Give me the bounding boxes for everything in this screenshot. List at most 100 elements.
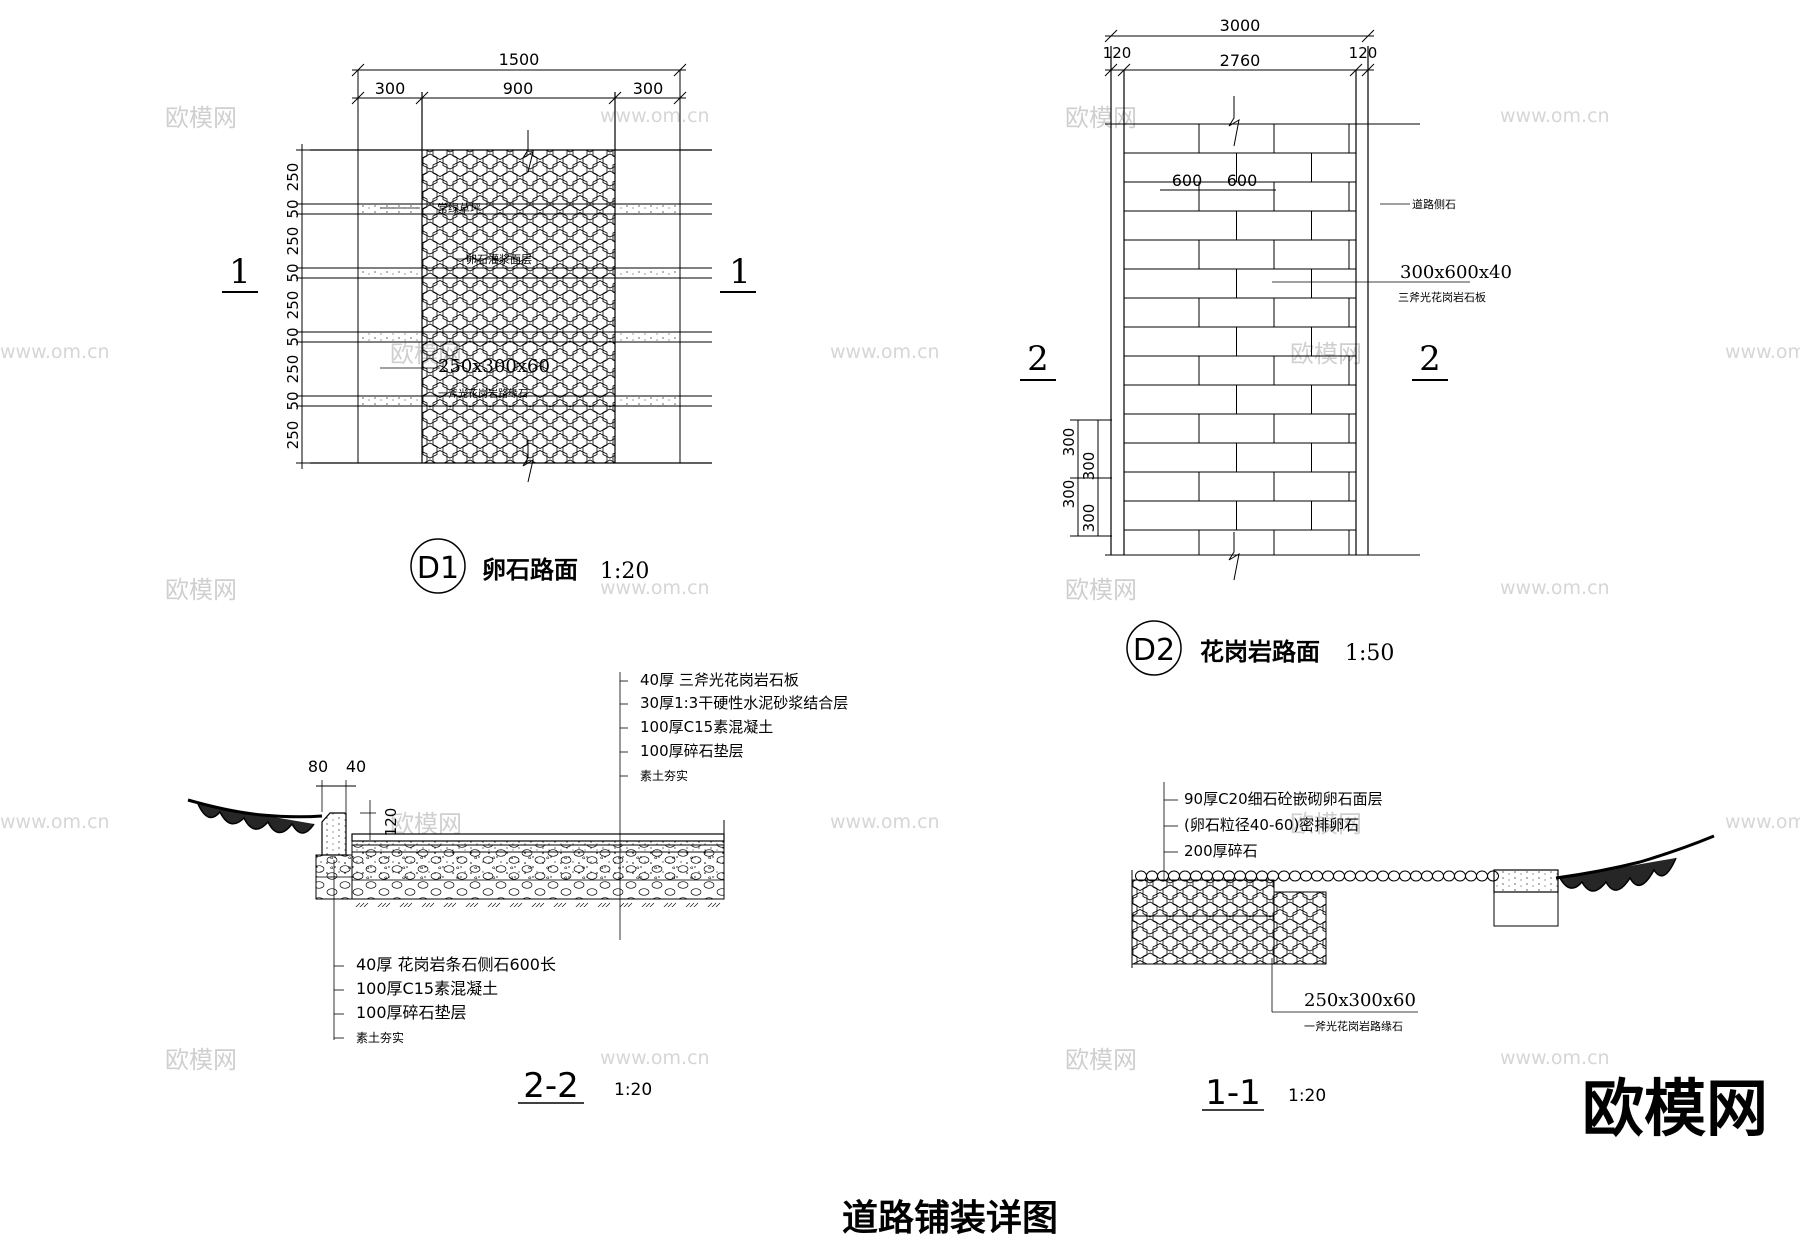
granite-curb (321, 812, 347, 856)
break-line (1228, 96, 1240, 147)
section-mark-number: 2 (1027, 339, 1049, 379)
d1-left-dimensions (296, 144, 330, 469)
watermark-logo: 欧模网 (1290, 340, 1362, 368)
note-text: (卵石粒径40-60)密排卵石 (1184, 816, 1359, 834)
note-text: 250x300x60 (1304, 990, 1416, 1011)
granite-curb-stone (1493, 869, 1559, 893)
note-text: 常绿草坪 (437, 201, 481, 215)
dim-text: 3000 (1220, 16, 1261, 35)
section-scale: 1:20 (614, 1080, 652, 1100)
note-text: 100厚C15素混凝土 (356, 979, 498, 998)
note-text: 40厚 花岗岩条石侧石600长 (356, 955, 556, 974)
watermark-logo: 欧模网 (390, 810, 462, 838)
dim-text: 80 (308, 757, 328, 776)
note-text: 素土夯实 (356, 1030, 404, 1045)
dim-text: 120 (1349, 44, 1378, 62)
dim-text: 1500 (499, 50, 540, 69)
dim-text: 300 (1080, 504, 1098, 533)
dim-text: 900 (503, 79, 534, 98)
pebble-surface-row (1135, 870, 1499, 882)
note-text: 道路侧石 (1412, 197, 1456, 211)
watermark-logo: 欧模网 (1065, 1046, 1137, 1074)
dim-text: 50 (284, 263, 302, 282)
d1-cobblestone-plan (222, 63, 756, 594)
dim-text: 250 (284, 355, 302, 384)
dim-text: 250 (284, 291, 302, 320)
note-text: 素土夯实 (640, 768, 688, 783)
d1-texts: 1500 300 900 300 250 50 250 50 250 50 25… (229, 50, 751, 586)
d1-title: 卵石路面 (482, 556, 578, 584)
granite-slab-grid (1124, 124, 1356, 555)
break-line (522, 440, 534, 483)
d2-left-dimensions (1070, 419, 1112, 537)
watermark-logo: 欧模网 (1290, 810, 1362, 838)
section-2-2 (187, 672, 725, 1104)
d2-scale: 1:50 (1345, 641, 1394, 666)
break-line (522, 130, 534, 173)
watermark-logo: 欧模网 (165, 1046, 237, 1074)
grass-profile (187, 798, 323, 819)
dim-text: 40 (346, 757, 366, 776)
dim-text: 120 (1103, 44, 1132, 62)
note-text: 卵石灌浆面层 (466, 252, 532, 266)
note-text: 一斧光花岗岩路缘石 (1304, 1019, 1403, 1033)
note-text: 250x300x60 (438, 356, 550, 377)
d2-top-dimensions (1104, 29, 1375, 191)
mortar-layer (351, 840, 725, 853)
dim-text: 250 (284, 227, 302, 256)
dim-text: 50 (284, 391, 302, 410)
watermark-logo: 欧模网 (1065, 104, 1137, 132)
watermark-url: www.om.cn (1500, 105, 1610, 127)
note-text: 40厚 三斧光花岗岩石板 (640, 671, 799, 689)
d2-title: 花岗岩路面 (1200, 638, 1320, 666)
note-text: 100厚C15素混凝土 (640, 718, 773, 736)
note-text: 30厚1:3干硬性水泥砂浆结合层 (640, 694, 848, 712)
watermark-logo: 欧模网 (165, 576, 237, 604)
watermark-logo: 欧模网 (1065, 576, 1137, 604)
watermark-url: www.om.cn (0, 341, 110, 363)
concrete-layer (351, 851, 725, 881)
note-text: 100厚碎石垫层 (356, 1003, 467, 1022)
d2-granite-plan (1020, 29, 1470, 676)
soil-layer (352, 899, 724, 907)
d1-scale: 1:20 (600, 559, 649, 584)
section-mark-number: 1 (229, 252, 251, 292)
dim-text: 50 (284, 199, 302, 218)
watermark-url: www.om.cn (1725, 811, 1800, 833)
watermark-url: www.om.cn (600, 105, 710, 127)
s22-texts: 80 40 120 40厚 三斧光花岗岩石板 30厚1:3干硬性水泥砂浆结合层 … (308, 671, 848, 1106)
note-text: 300x600x40 (1400, 262, 1512, 283)
dim-text: 600 (1227, 171, 1258, 190)
watermark-url: www.om.cn (1500, 1047, 1610, 1069)
break-line (1228, 532, 1240, 581)
d1-label-circle (410, 538, 466, 594)
note-text: 一斧光花岗岩路缘石 (438, 387, 528, 400)
section-label: 1-1 (1205, 1073, 1261, 1113)
dim-text: 300 (1080, 452, 1098, 481)
section-1-1 (1131, 782, 1715, 1111)
watermark-url: www.om.cn (600, 1047, 710, 1069)
section-label: 2-2 (523, 1066, 579, 1106)
dim-text: 600 (1172, 171, 1203, 190)
dim-text: 50 (284, 327, 302, 346)
watermark-url: www.om.cn (1500, 577, 1610, 599)
watermarks: 欧模网 www.om.cn 欧模网 www.om.cn www.om.cn 欧模… (0, 104, 1800, 1074)
pebble-area (422, 150, 615, 463)
d2-texts: 3000 120 2760 120 600 600 300 300 300 30… (1027, 16, 1512, 668)
note-text: 三斧光花岗岩石板 (1398, 290, 1486, 304)
curb-base (1273, 891, 1327, 965)
drawing-title: 道路铺装详图 (842, 1198, 1058, 1239)
note-text: 90厚C20细石砼嵌砌卵石面层 (1184, 790, 1383, 808)
watermark-url: www.om.cn (600, 577, 710, 599)
note-text: 100厚碎石垫层 (640, 742, 744, 760)
dim-text: 300 (375, 79, 406, 98)
dim-text: 120 (382, 808, 400, 837)
section-mark-number: 1 (729, 252, 751, 292)
dim-text: 300 (1060, 428, 1078, 457)
grass-profile (1555, 834, 1715, 880)
s11-texts: 90厚C20细石砼嵌砌卵石面层 (卵石粒径40-60)密排卵石 200厚碎石 2… (1184, 790, 1416, 1113)
watermark-url: www.om.cn (830, 811, 940, 833)
watermark-url: www.om.cn (830, 341, 940, 363)
dim-text: 300 (1060, 480, 1078, 509)
